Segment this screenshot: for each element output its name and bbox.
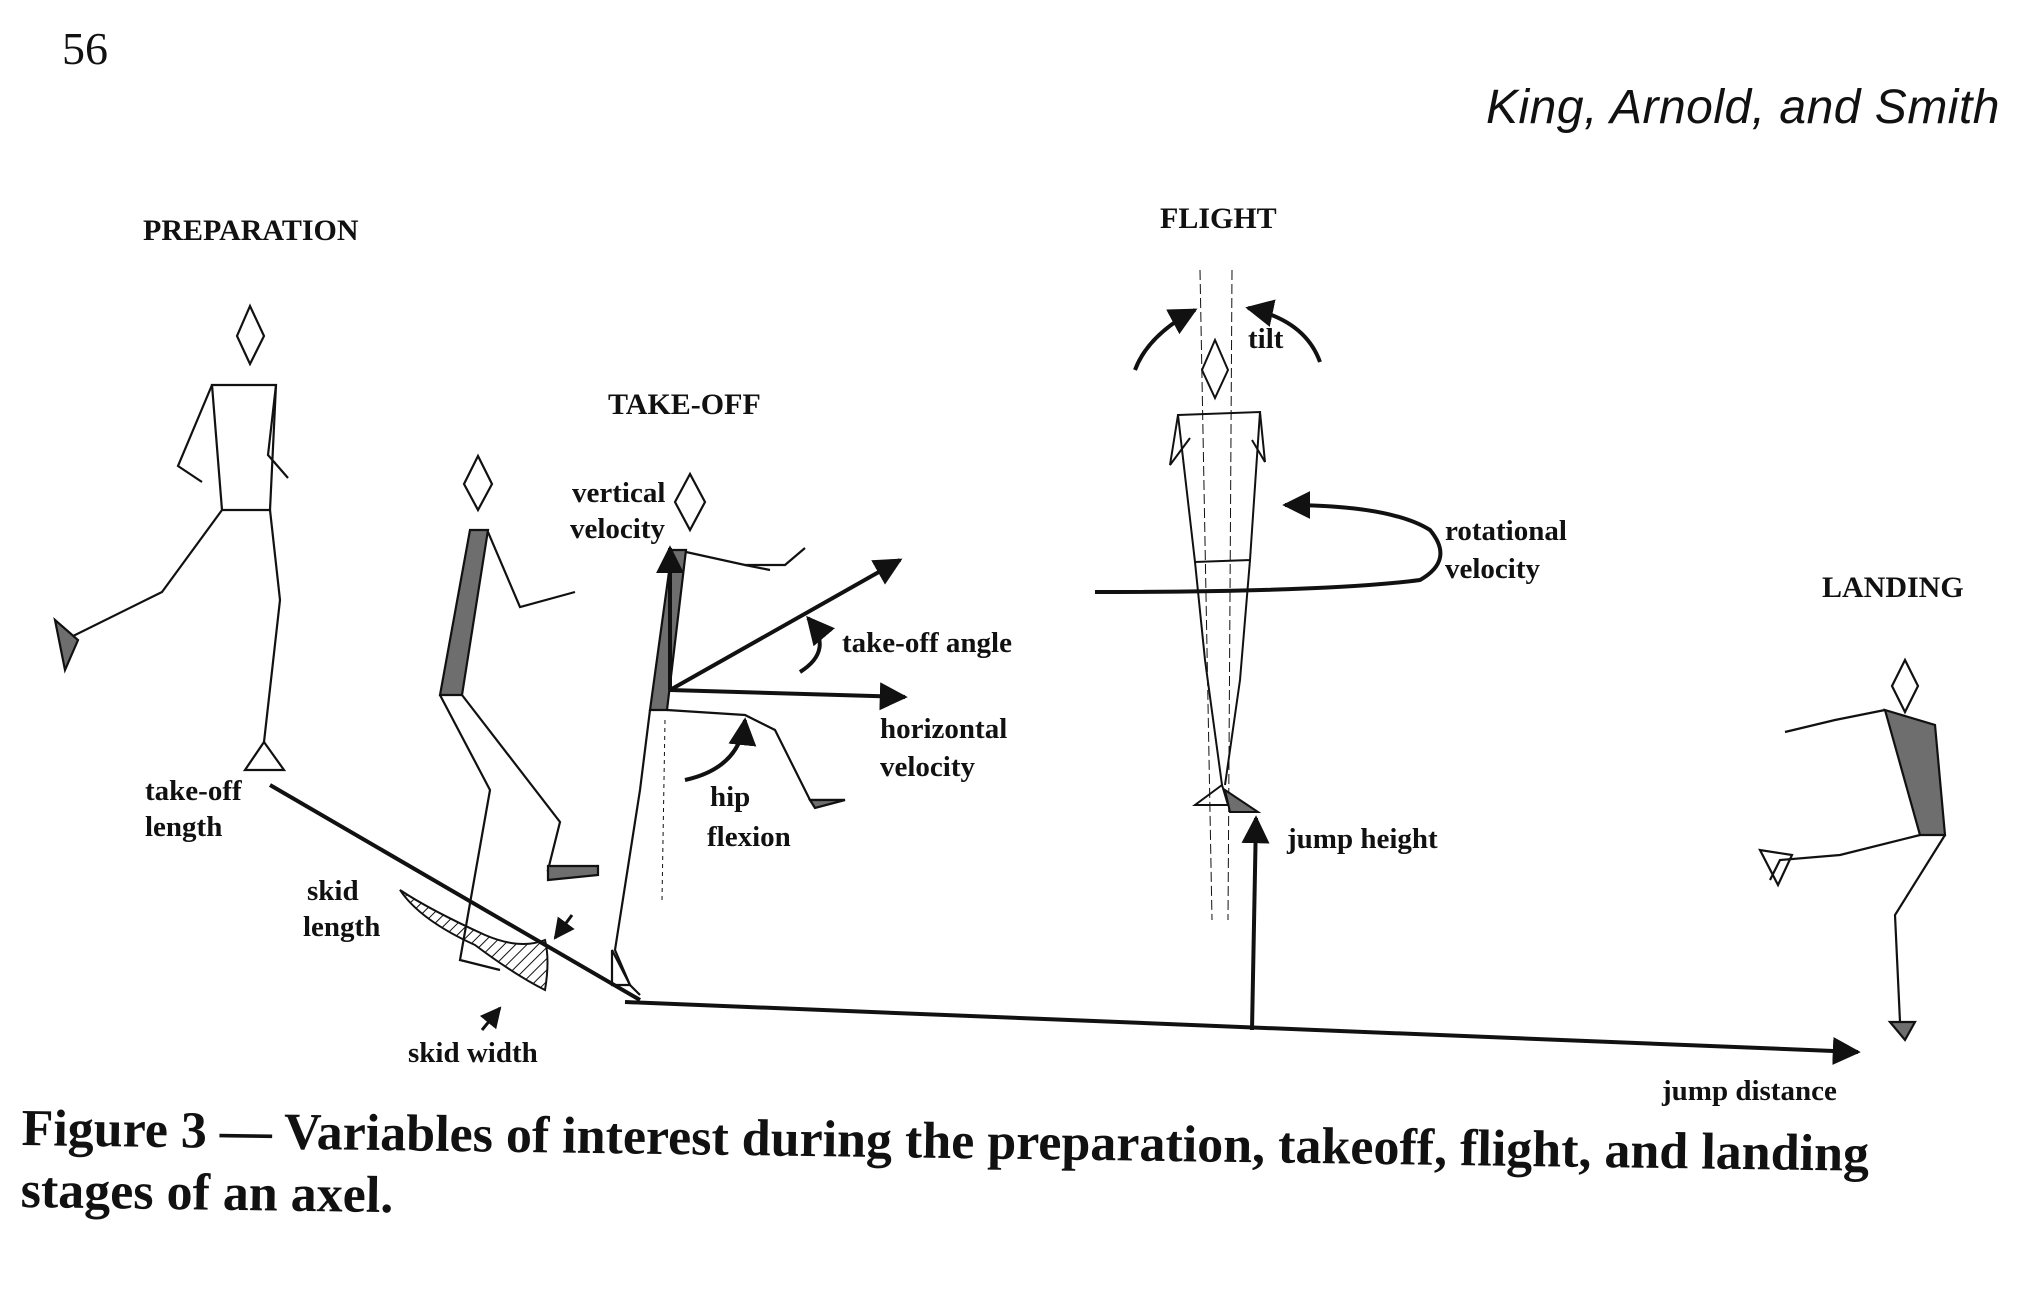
- label-takeoff-length-1: take-off: [145, 775, 242, 807]
- page-number: 56: [62, 23, 108, 74]
- figure-landing-skater: [1758, 657, 1947, 1042]
- label-skid-length-1: skid: [307, 875, 359, 907]
- figure-flight-skater: [1169, 269, 1266, 921]
- hip-flexion-arrow: [684, 717, 757, 782]
- figure-preparation-skater: [53, 303, 289, 772]
- label-rotational-velocity-1: rotational: [1445, 515, 1567, 547]
- stage-flight: FLIGHT: [1160, 202, 1277, 235]
- label-takeoff-angle: take-off angle: [842, 627, 1012, 659]
- label-vertical-velocity-1: vertical: [572, 477, 665, 509]
- label-tilt: tilt: [1248, 323, 1284, 355]
- skid-width-arrows: [479, 914, 575, 1031]
- label-horizontal-velocity-2: velocity: [880, 751, 976, 783]
- takeoff-angle-arc: [798, 615, 835, 674]
- stage-takeoff: TAKE-OFF: [608, 388, 761, 421]
- stage-preparation: PREPARATION: [143, 214, 359, 247]
- label-hip-flexion-2: flexion: [707, 821, 791, 853]
- horizontal-velocity-arrow: [669, 682, 908, 711]
- skid-mark: [399, 889, 549, 992]
- rotational-velocity-arrow: [1094, 491, 1443, 594]
- takeoff-length-line: [268, 783, 642, 1002]
- running-head-authors: King, Arnold, and Smith: [1486, 81, 2000, 134]
- takeoff-vectors: [656, 545, 908, 782]
- label-rotational-velocity-2: velocity: [1445, 553, 1541, 585]
- takeoff-angle-vector: [669, 558, 903, 692]
- label-hip-flexion-1: hip: [710, 781, 750, 813]
- label-horizontal-velocity-1: horizontal: [880, 713, 1007, 745]
- figure-takeoff-skater: [610, 471, 846, 996]
- figure-preparation-skater-2: [438, 453, 600, 972]
- label-skid-width: skid width: [408, 1037, 538, 1069]
- label-skid-length-2: length: [303, 911, 380, 943]
- tilt-arrows: [1133, 299, 1322, 371]
- label-jump-height: jump height: [1286, 823, 1438, 855]
- jump-height-arrow: [1241, 815, 1270, 1031]
- label-vertical-velocity-2: velocity: [570, 513, 666, 545]
- label-jump-distance: jump distance: [1661, 1075, 1837, 1107]
- stage-landing: LANDING: [1822, 571, 1964, 604]
- label-takeoff-length-2: length: [145, 811, 222, 843]
- jump-distance-arrow: [624, 1000, 1861, 1065]
